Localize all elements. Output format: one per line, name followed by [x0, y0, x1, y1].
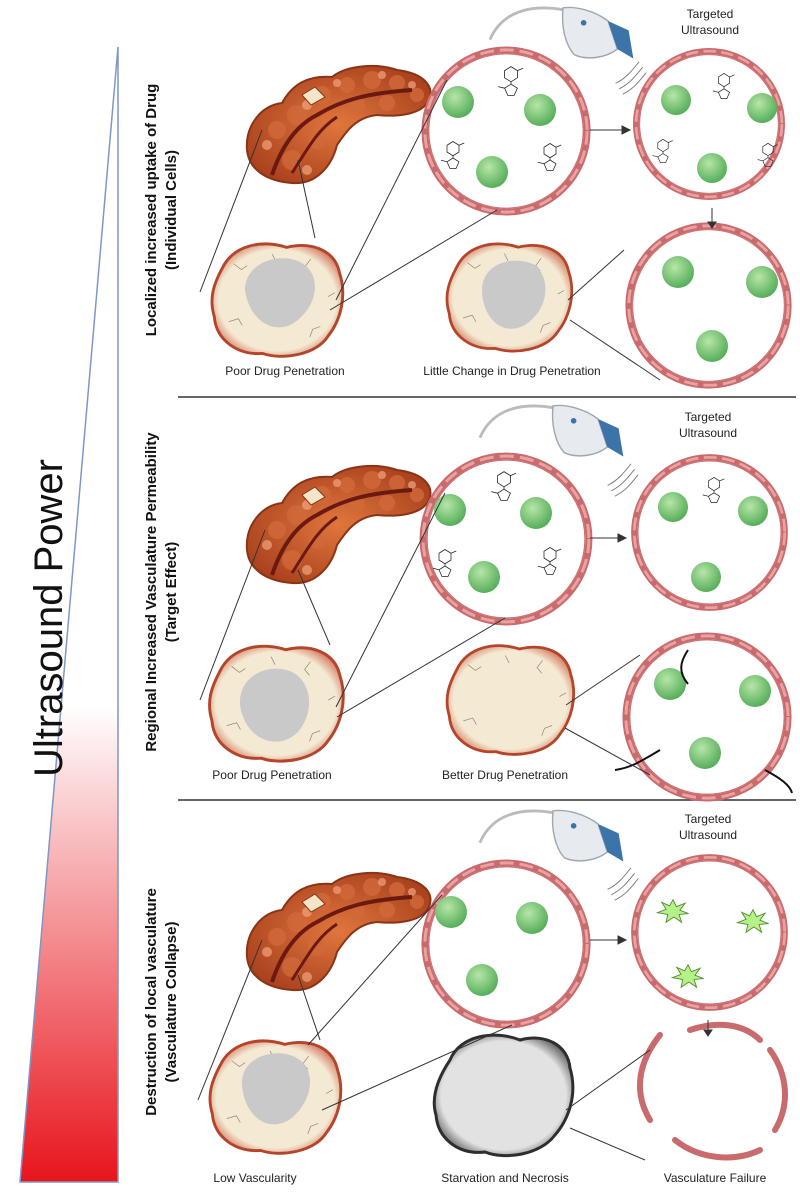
- tumor-icon: [445, 644, 576, 756]
- drug-bubble: [516, 902, 548, 934]
- pancreas-icon: [247, 466, 431, 583]
- drug-bubble: [662, 256, 694, 288]
- caption-middle: Better Drug Penetration: [442, 768, 568, 782]
- vessel-icon: [425, 50, 587, 212]
- tumor-core: [245, 258, 315, 328]
- caption-middle: Starvation and Necrosis: [441, 1171, 568, 1185]
- row-3-title-line1: Destruction of local vasculature: [143, 888, 160, 1116]
- drug-bubble: [466, 964, 498, 996]
- ultrasound-label-line2: Ultrasound: [679, 828, 737, 842]
- ultrasound-label-line2: Ultrasound: [679, 426, 737, 440]
- vessel-icon: [425, 863, 587, 1025]
- tumor-core: [241, 1053, 310, 1125]
- pancreas-icon: [247, 873, 431, 990]
- power-triangle: [19, 46, 119, 1183]
- row-1-title-line1: Localized increased uptake of Drug: [143, 84, 160, 337]
- drug-bubble: [468, 561, 500, 593]
- drug-bubble: [738, 496, 768, 526]
- ultrasound-probe-icon: [478, 809, 625, 863]
- ultrasound-waves-icon: [607, 463, 639, 497]
- pancreas-icon: [247, 66, 431, 183]
- row-2-title-line2: (Target Effect): [163, 542, 180, 643]
- broken-vessel: [636, 1021, 788, 1161]
- drug-bubble: [696, 330, 728, 362]
- drug-bubble: [524, 94, 556, 126]
- caption-right: Vasculature Failure: [664, 1171, 767, 1185]
- ultrasound-label-line1: Targeted: [685, 812, 732, 826]
- ultrasound-label-line2: Ultrasound: [681, 23, 739, 37]
- vessel-icon: [626, 636, 788, 798]
- drug-bubble: [658, 492, 688, 522]
- tumor-core: [239, 668, 310, 742]
- drug-bubble: [697, 153, 727, 183]
- drug-bubble: [520, 497, 552, 529]
- caption-left: Poor Drug Penetration: [225, 364, 344, 378]
- drug-bubble: [434, 494, 466, 526]
- row-1: Localized increased uptake of Drug (Indi…: [143, 6, 788, 385]
- drug-bubble: [689, 737, 721, 769]
- drug-bubble: [442, 86, 474, 118]
- vessel-icon: [423, 456, 589, 622]
- drug-bubble: [746, 266, 778, 298]
- caption-middle: Little Change in Drug Penetration: [423, 364, 600, 378]
- drug-bubble: [747, 93, 777, 123]
- caption-left: Low Vascularity: [213, 1171, 296, 1185]
- drug-bubble: [661, 85, 691, 115]
- drug-bubble: [435, 896, 467, 928]
- row-2-title-line1: Regional Increased Vasculature Permeabil…: [143, 432, 160, 752]
- row-1-title-line2: (Individual Cells): [163, 150, 180, 270]
- ultrasound-label-line1: Targeted: [687, 7, 734, 21]
- axis-title: Ultrasound Power: [27, 459, 71, 777]
- ultrasound-label-line1: Targeted: [685, 410, 732, 424]
- drug-bubble: [654, 668, 686, 700]
- tumor-core: [482, 260, 546, 329]
- row-2: Regional Increased Vasculature Permeabil…: [143, 404, 793, 798]
- drug-bubble: [476, 156, 508, 188]
- row-3-title-line2: (Vasculature Collapse): [163, 922, 180, 1083]
- ultrasound-probe-icon: [478, 404, 625, 458]
- caption-left: Poor Drug Penetration: [212, 768, 331, 782]
- row-3: Destruction of local vasculature (Vascul…: [143, 809, 788, 1185]
- drug-bubble: [691, 562, 721, 592]
- drug-bubble: [739, 675, 771, 707]
- ultrasound-waves-icon: [607, 867, 639, 901]
- necrotic-tumor: [432, 1033, 575, 1158]
